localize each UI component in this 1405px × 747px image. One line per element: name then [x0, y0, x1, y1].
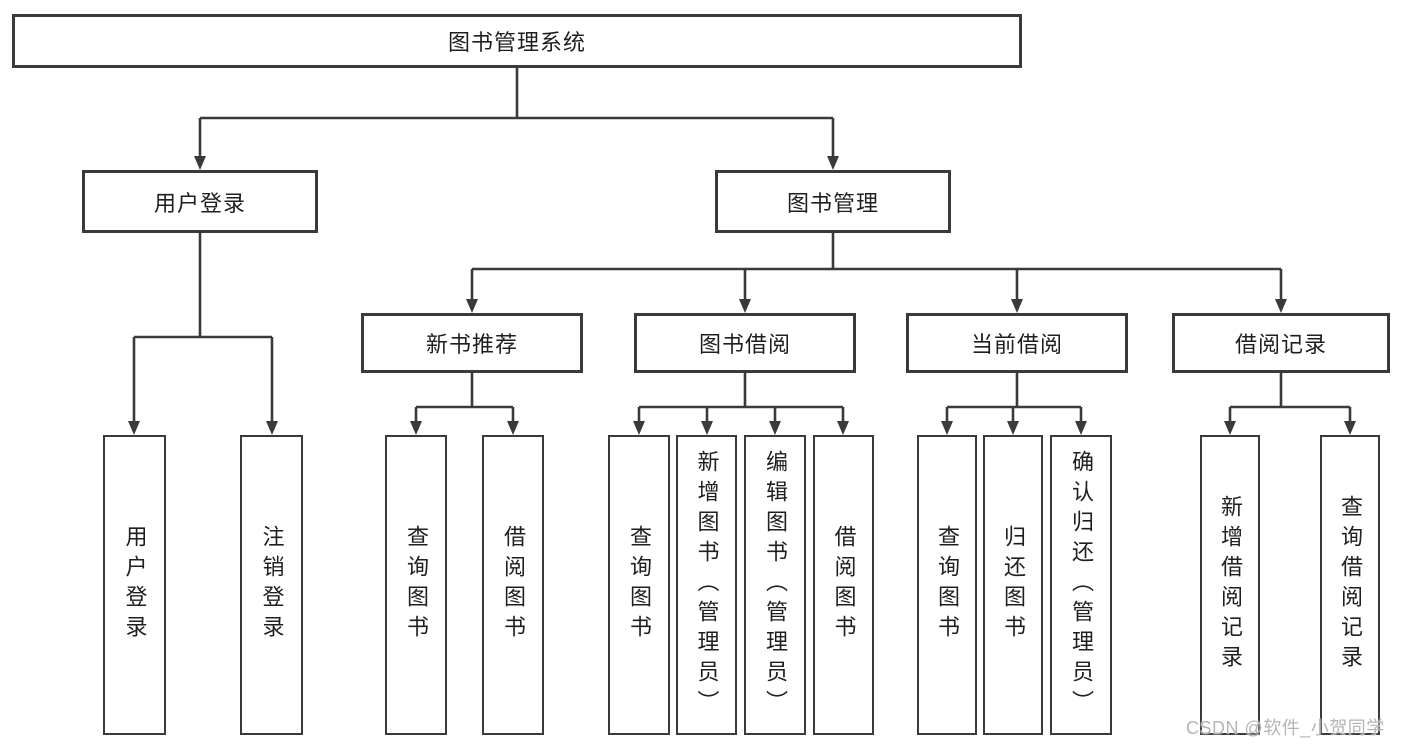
leaf-br-query-record-label: 查询借阅记录: [1338, 495, 1363, 675]
leaf-nbr-borrow-books-label: 借阅图书: [501, 525, 526, 645]
node-current-borrow-label: 当前借阅: [970, 332, 1063, 357]
leaf-bb-add-books-admin: 新增图书（管理员）: [676, 435, 737, 735]
leaf-nbr-query-books: 查询图书: [385, 435, 447, 735]
node-user-login-branch: 用户登录: [82, 170, 318, 233]
leaf-br-add-record: 新增借阅记录: [1200, 435, 1260, 735]
leaf-cb-query-books: 查询图书: [917, 435, 977, 735]
leaf-logout-label: 注销登录: [259, 525, 285, 645]
node-borrow-records-label: 借阅记录: [1234, 332, 1327, 357]
node-book-management-branch: 图书管理: [715, 170, 951, 233]
leaf-bb-add-books-admin-label: 新增图书（管理员）: [694, 450, 720, 720]
node-book-management-branch-label: 图书管理: [786, 190, 879, 216]
leaf-bb-edit-books-admin: 编辑图书（管理员）: [744, 435, 806, 735]
leaf-cb-query-books-label: 查询图书: [935, 525, 960, 645]
leaf-bb-query-books-label: 查询图书: [627, 525, 652, 645]
leaf-user-login: 用户登录: [103, 435, 166, 735]
node-library-management-system-label: 图书管理系统: [447, 30, 586, 55]
leaf-logout: 注销登录: [240, 435, 303, 735]
node-user-login-branch-label: 用户登录: [153, 190, 246, 216]
leaf-br-add-record-label: 新增借阅记录: [1218, 495, 1243, 675]
leaf-user-login-label: 用户登录: [122, 525, 148, 645]
node-book-borrow-label: 图书借阅: [698, 332, 791, 357]
leaf-cb-confirm-return-admin: 确认归还（管理员）: [1050, 435, 1112, 735]
leaf-br-query-record: 查询借阅记录: [1320, 435, 1380, 735]
leaf-bb-borrow-books: 借阅图书: [813, 435, 874, 735]
node-new-book-recommend: 新书推荐: [361, 313, 583, 373]
leaf-bb-query-books: 查询图书: [608, 435, 670, 735]
leaf-cb-return-books-label: 归还图书: [1001, 525, 1026, 645]
leaf-cb-confirm-return-admin-label: 确认归还（管理员）: [1069, 450, 1094, 720]
leaf-cb-return-books: 归还图书: [983, 435, 1043, 735]
leaf-nbr-query-books-label: 查询图书: [404, 525, 429, 645]
node-current-borrow: 当前借阅: [906, 313, 1128, 373]
node-library-management-system: 图书管理系统: [12, 14, 1022, 68]
node-book-borrow: 图书借阅: [634, 313, 856, 373]
leaf-bb-borrow-books-label: 借阅图书: [831, 525, 857, 645]
leaf-bb-edit-books-admin-label: 编辑图书（管理员）: [763, 450, 788, 720]
csdn-watermark: CSDN @软件_小贺同学: [1186, 718, 1385, 738]
node-borrow-records: 借阅记录: [1172, 313, 1390, 373]
node-new-book-recommend-label: 新书推荐: [425, 332, 518, 357]
leaf-nbr-borrow-books: 借阅图书: [482, 435, 544, 735]
